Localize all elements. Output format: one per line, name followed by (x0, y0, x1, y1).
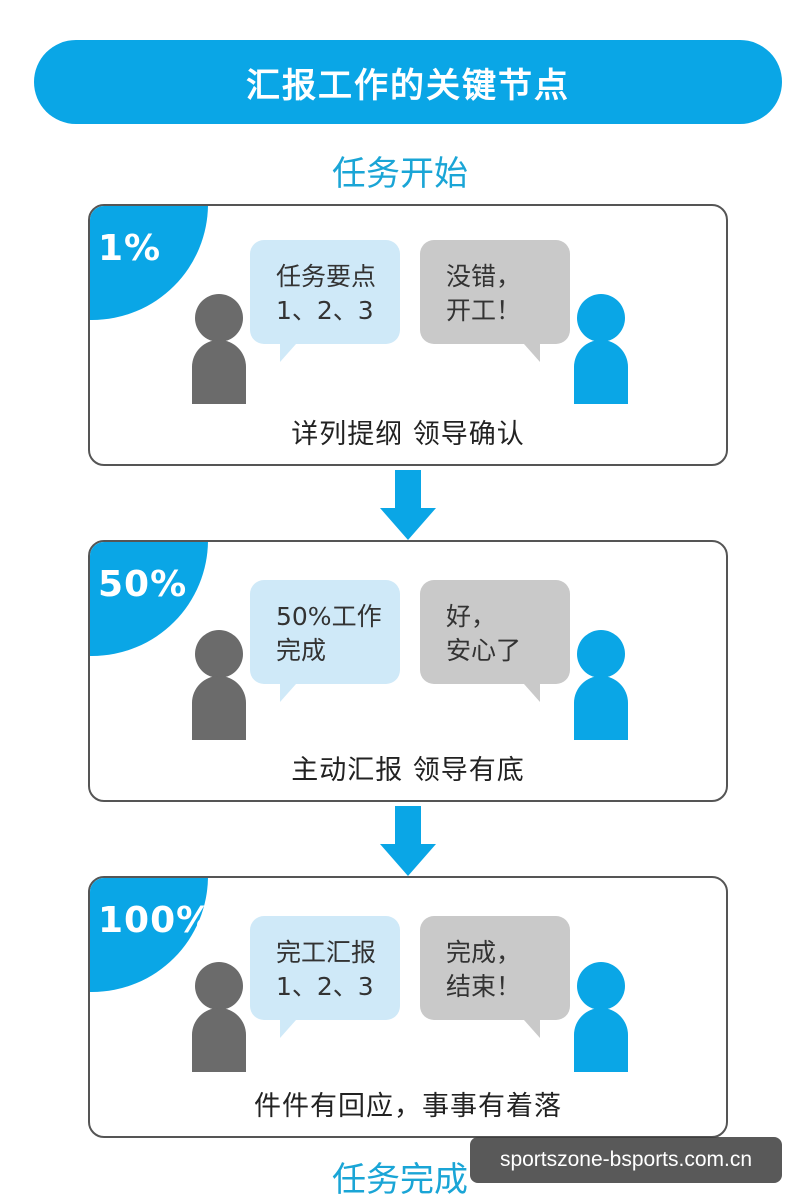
percent-label: 50% (98, 564, 188, 605)
leader-speech-bubble: 好， 安心了 (420, 580, 570, 702)
bubble-line: 完工汇报 (276, 938, 377, 967)
title-banner: 汇报工作的关键节点 (34, 40, 782, 124)
stage-caption: 详列提纲 领导确认 (291, 419, 525, 450)
staff-person-icon (192, 962, 246, 1072)
stage-caption: 件件有回应，事事有着落 (254, 1091, 562, 1122)
stage-card-2: 50% 50%工作 完成 好， 安心了 主动汇报 领导有底 (88, 540, 728, 802)
percent-label: 1% (98, 228, 162, 269)
leader-person-icon (574, 962, 628, 1072)
page-title: 汇报工作的关键节点 (246, 65, 570, 106)
bubble-line: 完成， (446, 938, 522, 967)
bubble-line: 1、2、3 (276, 296, 374, 325)
down-arrow-icon (380, 470, 436, 542)
bubble-line: 开工！ (446, 296, 522, 325)
stage-card-1: 1% 任务要点 1、2、3 没错， 开工！ 详列提纲 领导确认 (88, 204, 728, 466)
leader-speech-bubble: 完成， 结束！ (420, 916, 570, 1038)
staff-person-icon (192, 630, 246, 740)
bubble-line: 没错， (446, 262, 522, 291)
percent-label: 100% (98, 900, 214, 941)
leader-person-icon (574, 294, 628, 404)
leader-speech-bubble: 没错， 开工！ (420, 240, 570, 362)
staff-person-icon (192, 294, 246, 404)
staff-speech-bubble: 任务要点 1、2、3 (250, 240, 400, 362)
bubble-line: 完成 (276, 636, 327, 665)
stage-caption: 主动汇报 领导有底 (291, 755, 525, 786)
bubble-line: 好， (446, 602, 497, 631)
staff-speech-bubble: 完工汇报 1、2、3 (250, 916, 400, 1038)
watermark: sportszone-bsports.com.cn (470, 1137, 782, 1183)
bubble-line: 1、2、3 (276, 972, 374, 1001)
bubble-line: 安心了 (446, 636, 522, 665)
start-label: 任务开始 (332, 154, 468, 194)
leader-person-icon (574, 630, 628, 740)
bubble-line: 50%工作 (276, 602, 382, 631)
bubble-line: 结束！ (446, 972, 522, 1001)
down-arrow-icon (380, 806, 436, 878)
end-label: 任务完成 (332, 1160, 468, 1200)
stage-card-3: 100% 完工汇报 1、2、3 完成， 结束！ 件件有回应，事事有着落 (88, 876, 728, 1138)
bubble-line: 任务要点 (276, 262, 377, 291)
staff-speech-bubble: 50%工作 完成 (250, 580, 400, 702)
